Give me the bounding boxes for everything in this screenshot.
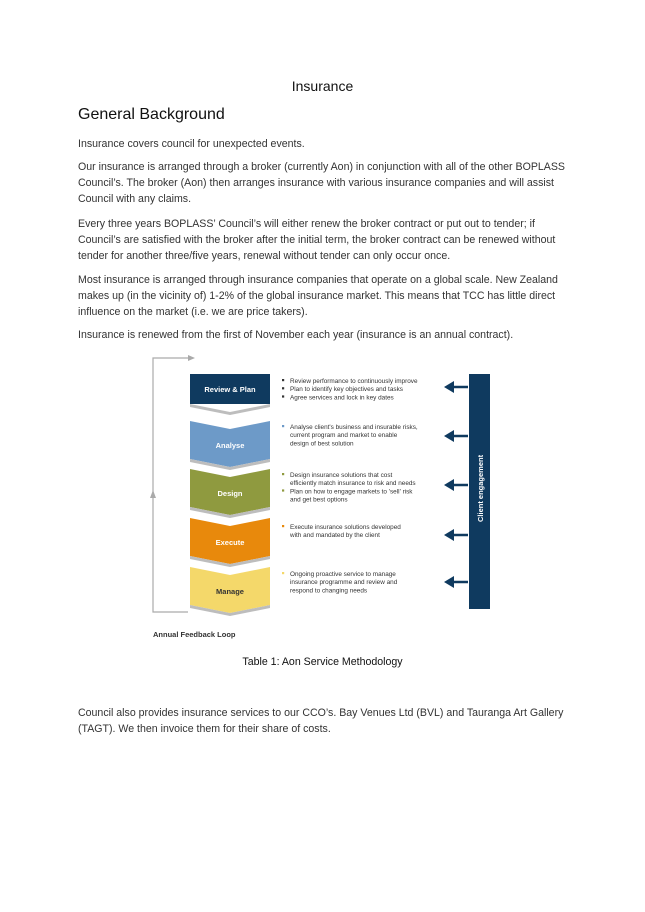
feedback-arrow-up bbox=[150, 490, 156, 498]
step-label: Analyse bbox=[216, 441, 245, 450]
step-analyse: Analyse bbox=[190, 421, 270, 470]
step-label: Execute bbox=[216, 538, 245, 547]
step-shape bbox=[190, 421, 270, 467]
bullet-dot bbox=[282, 525, 285, 528]
page-title: Insurance bbox=[291, 78, 354, 94]
paragraph-1: Insurance covers council for unexpected … bbox=[78, 138, 305, 150]
engagement-arrow-head bbox=[444, 430, 454, 442]
bullet-text: insurance programme and review and bbox=[290, 579, 398, 586]
step-shape bbox=[190, 567, 270, 613]
step-label: Review & Plan bbox=[204, 385, 256, 394]
step-label: Design bbox=[217, 489, 242, 498]
bullet-dot bbox=[282, 489, 285, 492]
section-heading: General Background bbox=[78, 106, 225, 123]
bullet-text: design of best solution bbox=[290, 440, 354, 447]
diagram-caption: Table 1: Aon Service Methodology bbox=[242, 656, 403, 668]
step-execute: Execute bbox=[190, 518, 270, 567]
feedback-arrow-right bbox=[188, 355, 195, 361]
bullet-dot bbox=[282, 387, 285, 390]
step-shadow bbox=[190, 556, 270, 567]
feedback-loop-line bbox=[152, 357, 188, 613]
step-design: Design bbox=[190, 469, 270, 518]
feedback-loop-label: Annual Feedback Loop bbox=[153, 630, 236, 639]
client-engagement-label: Client engagement bbox=[476, 454, 485, 522]
step-shape bbox=[190, 374, 270, 404]
engagement-arrow-head bbox=[444, 576, 454, 588]
bullet-dot bbox=[282, 473, 285, 476]
bullet-dot bbox=[282, 395, 285, 398]
paragraph-3: Every three years BOPLASS’ Council’s wil… bbox=[78, 218, 556, 262]
paragraph-5: Insurance is renewed from the first of N… bbox=[78, 329, 514, 341]
step-shadow bbox=[190, 507, 270, 518]
step-review-plan: Review & Plan bbox=[190, 374, 270, 415]
bullet-text: Design insurance solutions that cost bbox=[290, 472, 393, 479]
bullet-text: Execute insurance solutions developed bbox=[290, 524, 401, 531]
bullet-dot bbox=[282, 425, 285, 428]
bullet-text: Ongoing proactive service to manage bbox=[290, 571, 396, 578]
paragraph-4: Most insurance is arranged through insur… bbox=[78, 274, 558, 318]
step-shadow bbox=[190, 459, 270, 470]
client-engagement-bar bbox=[469, 374, 490, 609]
bullet-text: efficiently match insurance to risk and … bbox=[290, 480, 416, 487]
paragraph-6: Council also provides insurance services… bbox=[78, 707, 564, 735]
step-shape bbox=[190, 469, 270, 515]
engagement-arrow-head bbox=[444, 479, 454, 491]
bullet-text: respond to changing needs bbox=[290, 587, 367, 594]
engagement-arrow-head bbox=[444, 381, 454, 393]
bullet-text: Analyse client's business and insurable … bbox=[290, 424, 418, 431]
bullet-dot bbox=[282, 379, 285, 382]
bullet-dot bbox=[282, 572, 285, 575]
step-manage: Manage bbox=[190, 567, 270, 616]
step-label: Manage bbox=[216, 587, 244, 596]
paragraph-2: Our insurance is arranged through a brok… bbox=[78, 161, 565, 205]
step-shape bbox=[190, 518, 270, 564]
bullet-text: and get best options bbox=[290, 497, 348, 504]
bullet-text: Review performance to continuously impro… bbox=[290, 378, 418, 385]
bullet-text: with and mandated by the client bbox=[289, 532, 380, 539]
bullet-text: Plan to identify key objectives and task… bbox=[290, 386, 403, 393]
engagement-arrow-head bbox=[444, 529, 454, 541]
bullet-text: current program and market to enable bbox=[290, 432, 398, 439]
step-shadow bbox=[190, 404, 270, 415]
bullet-text: Agree services and lock in key dates bbox=[290, 394, 394, 401]
bullet-text: Plan on how to engage markets to 'sell' … bbox=[290, 488, 413, 495]
step-shadow bbox=[190, 605, 270, 616]
